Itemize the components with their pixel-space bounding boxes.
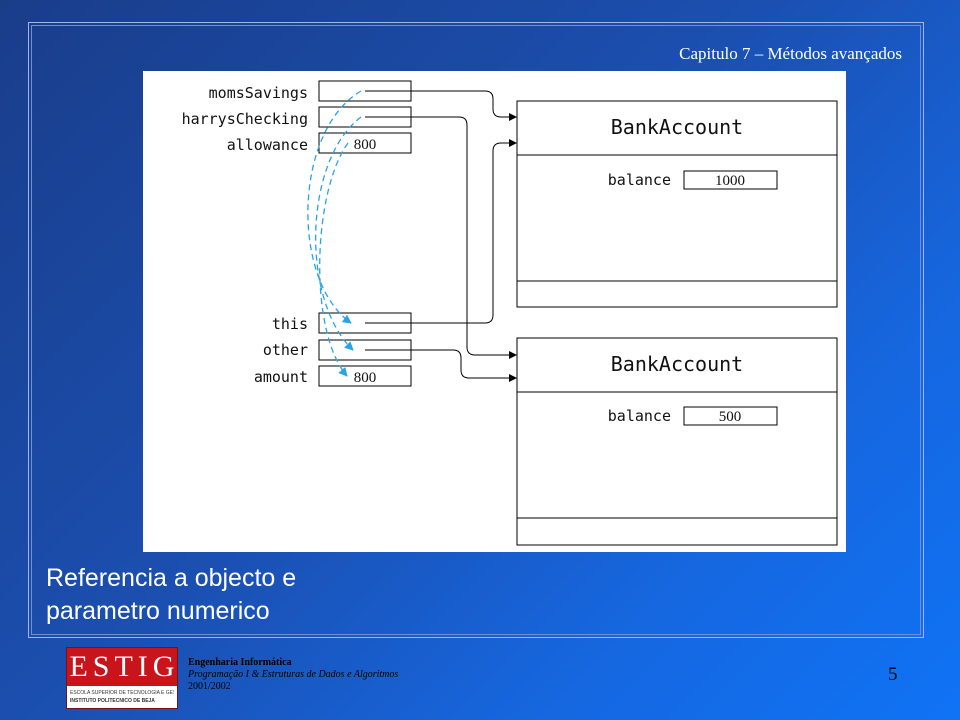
var-label-harryschecking: harrysChecking xyxy=(182,110,308,128)
class-name-1: BankAccount xyxy=(611,115,743,139)
param-pass-arrow-amount xyxy=(319,142,349,377)
param-label-this: this xyxy=(272,315,308,333)
ref-arrow-other xyxy=(365,349,517,382)
chapter-title: Capitulo 7 – Métodos avançados xyxy=(679,44,902,63)
logo-subtitle-institute: INSTITUTO POLITÉCNICO DE BEJA xyxy=(70,698,155,704)
caption-line-1: Referencia a objecto e xyxy=(46,564,297,592)
var-box-allowance xyxy=(318,132,412,154)
estig-logo: E S T I G ESCOLA SUPERIOR DE TECNOLOGIA … xyxy=(66,647,178,709)
page-number: 5 xyxy=(888,664,898,685)
param-pass-arrow-this xyxy=(307,90,362,324)
bankaccount-object-2 xyxy=(516,337,838,546)
logo-letter: I xyxy=(137,650,148,683)
ref-arrow-harryschecking xyxy=(365,116,517,359)
balance-value-2: 500 xyxy=(719,409,742,425)
bankaccount-object-1 xyxy=(516,100,838,308)
logo-letters: E S T I G xyxy=(67,648,177,686)
caption-line-2: parametro numerico xyxy=(46,597,270,625)
param-pass-arrow-other xyxy=(315,116,362,351)
logo-letter: T xyxy=(114,650,133,683)
footer-line-subject: Programação I & Estruturas de Dados e Al… xyxy=(188,669,399,680)
footer-course-info: Engenharia Informática Programação I & E… xyxy=(188,657,398,693)
logo-subtitle-school: ESCOLA SUPERIOR DE TECNOLOGIA E GESTÃO xyxy=(70,690,174,696)
ref-arrow-momssavings xyxy=(365,90,517,121)
var-label-momssavings: momsSavings xyxy=(209,84,308,102)
object-reference-diagram: momsSavings harrysChecking allowance 800… xyxy=(143,71,846,552)
balance-value-1: 1000 xyxy=(715,173,745,189)
field-label-balance-2: balance xyxy=(608,407,671,425)
footer-line-year: 2001/2002 xyxy=(188,681,231,692)
class-name-2: BankAccount xyxy=(611,352,743,376)
param-label-other: other xyxy=(263,341,308,359)
logo-letter: S xyxy=(92,650,110,683)
slide-frame xyxy=(28,22,924,638)
allowance-value: 800 xyxy=(354,137,377,153)
var-label-allowance: allowance xyxy=(227,136,308,154)
balance-box-2 xyxy=(683,406,778,426)
slide-frame-inner xyxy=(31,25,921,635)
amount-value: 800 xyxy=(354,370,377,386)
logo-letter: G xyxy=(152,650,175,683)
balance-box-1 xyxy=(683,170,778,190)
param-label-amount: amount xyxy=(254,368,308,386)
footer-line-course: Engenharia Informática xyxy=(188,657,292,668)
field-label-balance-1: balance xyxy=(608,171,671,189)
ref-arrow-this xyxy=(365,139,517,324)
logo-letter: E xyxy=(69,650,88,683)
slide-caption: Referencia a objecto e parametro numeric… xyxy=(46,562,546,628)
